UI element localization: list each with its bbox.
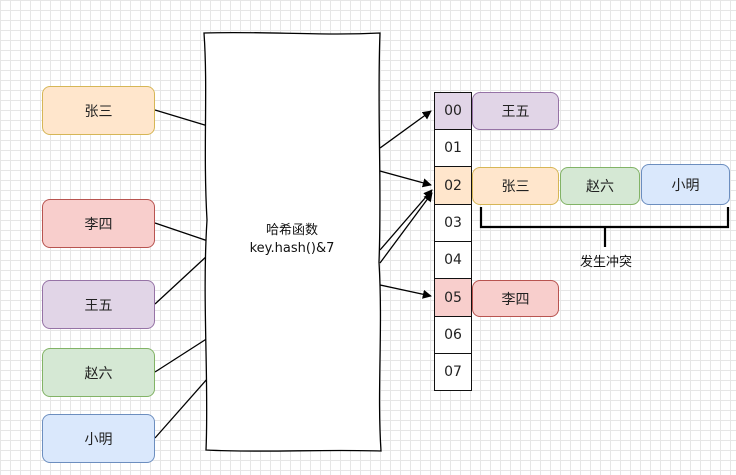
table-index-03[interactable]: 03 bbox=[434, 204, 472, 242]
bucket-02-entry-zhangsan[interactable]: 张三 bbox=[472, 167, 559, 205]
table-index-02[interactable]: 02 bbox=[434, 166, 472, 205]
table-index-00[interactable]: 00 bbox=[434, 92, 472, 130]
arrow-hash-to-02-b bbox=[379, 189, 433, 251]
input-xiaoming[interactable]: 小明 bbox=[42, 414, 155, 463]
table-index-06[interactable]: 06 bbox=[434, 316, 472, 354]
line-wangwu-to-hash bbox=[154, 254, 209, 305]
hash-function-label: 哈希函数 key.hash()&7 bbox=[204, 222, 380, 258]
hash-function-formula: key.hash()&7 bbox=[249, 241, 335, 256]
hash-function-box bbox=[203, 31, 382, 452]
line-lisi-to-hash bbox=[154, 222, 209, 242]
bucket-02-entry-xiaoming[interactable]: 小明 bbox=[641, 164, 730, 205]
bucket-00-entry-wangwu[interactable]: 王五 bbox=[472, 92, 559, 130]
bucket-02-entry-zhaoliu[interactable]: 赵六 bbox=[560, 167, 640, 205]
arrow-hash-to-00 bbox=[379, 110, 432, 149]
bucket-05-entry-lisi[interactable]: 李四 bbox=[472, 280, 559, 317]
arrow-hash-to-05 bbox=[379, 284, 432, 299]
table-index-05[interactable]: 05 bbox=[434, 278, 472, 317]
input-zhaoliu[interactable]: 赵六 bbox=[42, 348, 155, 397]
collision-brace bbox=[479, 207, 730, 247]
arrow-hash-to-02-c bbox=[379, 192, 433, 264]
table-index-07[interactable]: 07 bbox=[434, 353, 472, 391]
collision-label: 发生冲突 bbox=[579, 255, 632, 270]
table-index-04[interactable]: 04 bbox=[434, 241, 472, 279]
line-zhangsan-to-hash bbox=[154, 109, 209, 127]
input-wangwu[interactable]: 王五 bbox=[42, 280, 155, 329]
arrow-hash-to-02-a bbox=[379, 170, 432, 188]
line-xiaoming-to-hash bbox=[154, 377, 209, 439]
table-index-01[interactable]: 01 bbox=[434, 129, 472, 167]
hash-function-title: 哈希函数 bbox=[265, 223, 318, 238]
input-zhangsan[interactable]: 张三 bbox=[42, 86, 155, 135]
input-lisi[interactable]: 李四 bbox=[42, 199, 155, 248]
line-zhaoliu-to-hash bbox=[154, 337, 209, 373]
